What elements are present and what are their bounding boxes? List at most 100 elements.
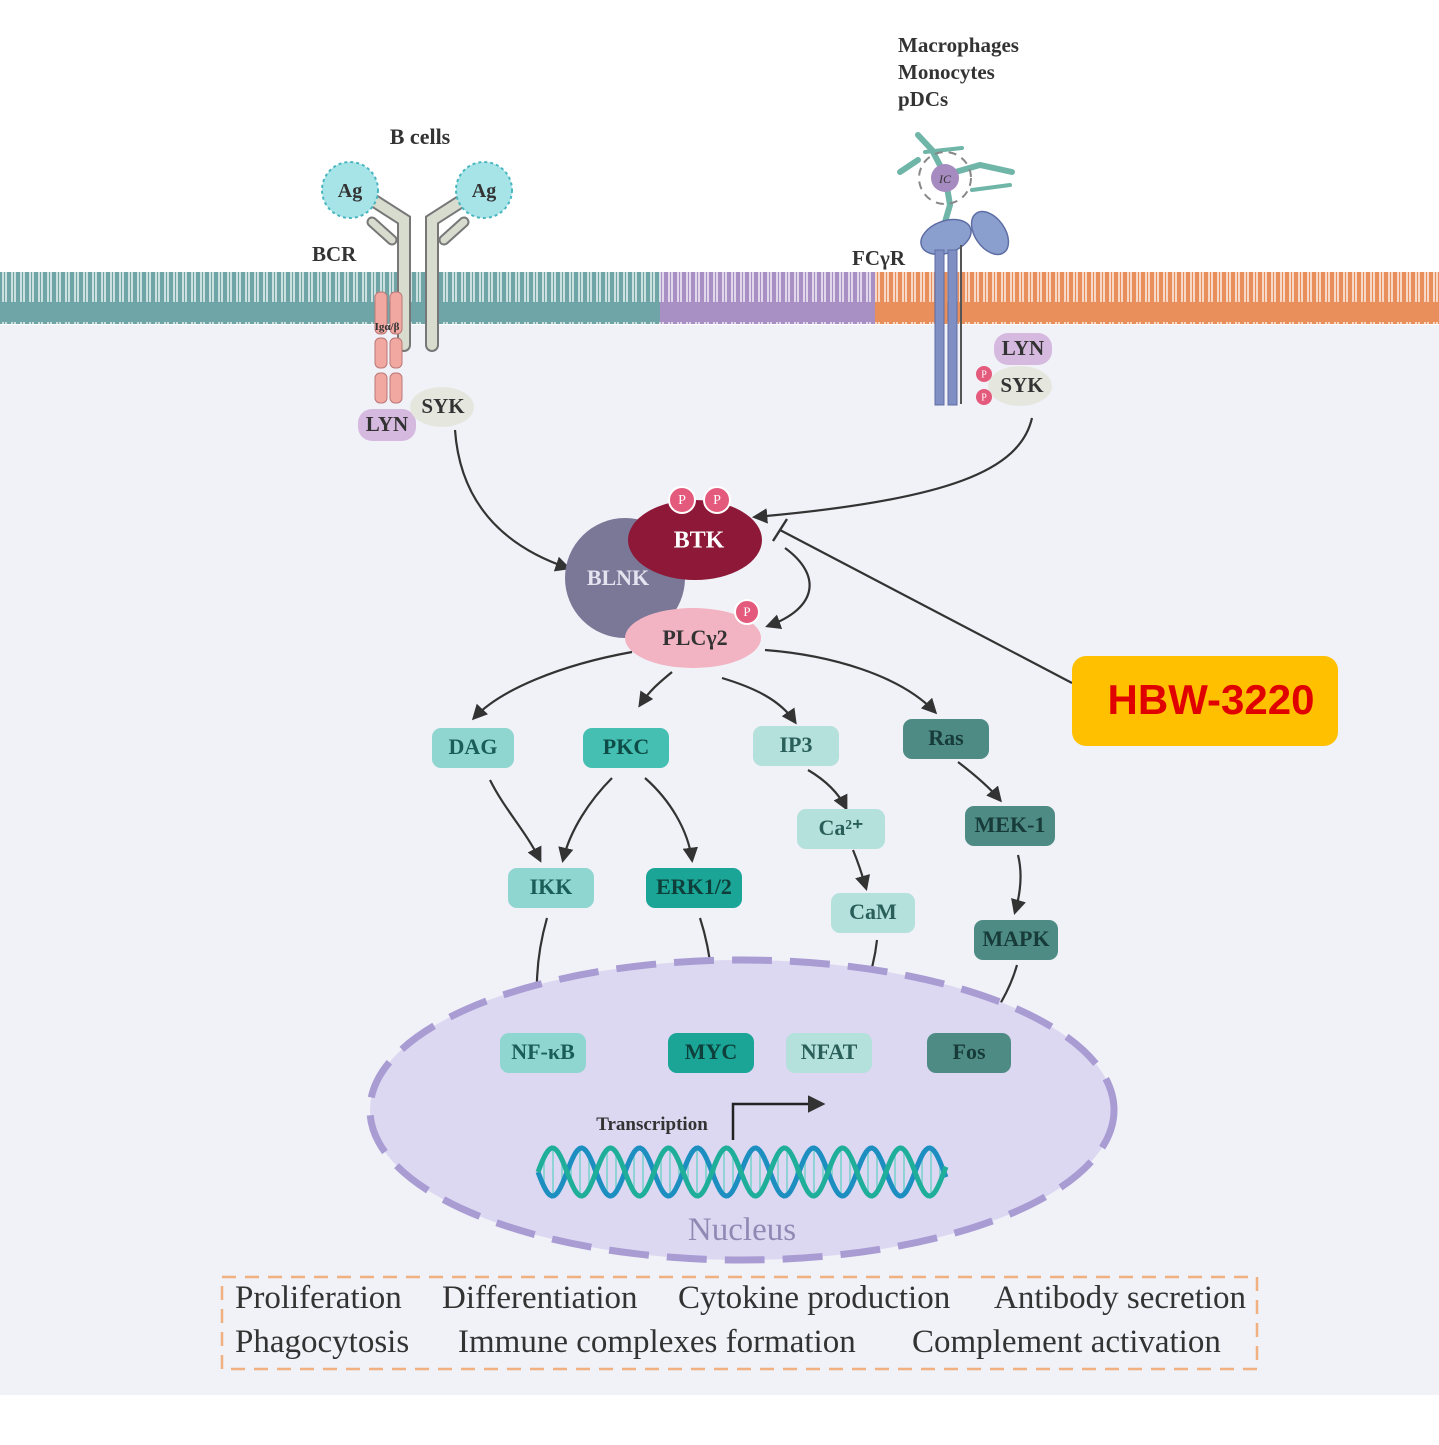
inhibition-bar [771, 518, 789, 542]
arrow-pkc-to-erk [644, 777, 698, 864]
node-ip3-box [753, 726, 839, 766]
phospho-plcg2-label: P [743, 604, 750, 619]
node-erk: ERK1/2 [646, 868, 742, 908]
phospho-syk-1-label: P [981, 369, 987, 380]
plcg2 [625, 608, 761, 668]
antigen-left-label: Ag [338, 180, 362, 202]
igab-label: Igα/β [375, 321, 400, 333]
node-ras-box [903, 719, 989, 759]
lyn-right-label: LYN [1002, 336, 1044, 360]
transcription-arrow [731, 1095, 826, 1140]
phospho-btk-1 [668, 486, 696, 514]
node-nfat-label: NFAT [801, 1039, 858, 1064]
arrow-ip3-to-ca [807, 769, 848, 811]
monocytes-label: Monocytes [898, 60, 995, 84]
arrow-plcg2-to-dag [471, 650, 633, 721]
outcome-item: Immune complexes formation [458, 1324, 856, 1360]
transcription-label: Transcription [596, 1114, 708, 1135]
node-dag-box [432, 728, 514, 768]
node-ras-label: Ras [928, 725, 964, 750]
outcome-item: Differentiation [442, 1280, 638, 1316]
arrow-dag-to-ikk [489, 779, 542, 863]
node-cam-label: CaM [849, 899, 897, 924]
arrow-plcg2-to-pkc [638, 671, 673, 708]
phospho-btk-2 [703, 486, 731, 514]
node-nfkb-label: NF-κB [511, 1039, 575, 1064]
node-ip3: IP3 [753, 726, 839, 766]
immune-complex [897, 132, 1015, 225]
node-pkc: PKC [583, 728, 669, 768]
node-ikk: IKK [508, 868, 594, 908]
node-mek1-box [965, 806, 1055, 846]
outcome-item: Phagocytosis [235, 1324, 409, 1360]
arrow-mek-to-mapk [1011, 854, 1026, 915]
arrow-pkc-to-ikk [558, 777, 613, 863]
node-mapk: MAPK [974, 920, 1058, 960]
node-ca: Ca²⁺ [797, 809, 885, 849]
node-pkc-box [583, 728, 669, 768]
node-ca-label: Ca²⁺ [818, 815, 863, 840]
arrow-syk-left-to-btk [453, 429, 571, 572]
drug-label: HBW-3220 [1108, 676, 1315, 723]
syk-left [410, 387, 474, 427]
node-dag: DAG [432, 728, 514, 768]
node-dag-label: DAG [449, 734, 498, 759]
fcgr-label: FCγR [852, 246, 906, 270]
macrophages-label: Macrophages [898, 33, 1019, 57]
node-mapk-label: MAPK [982, 926, 1049, 951]
antigen-left [321, 161, 379, 219]
node-fos-label: Fos [953, 1039, 986, 1064]
syk-right [988, 366, 1052, 406]
node-mapk-box [974, 920, 1058, 960]
phospho-syk-1 [976, 366, 992, 382]
node-myc-box [668, 1033, 754, 1073]
outcome-item: Cytokine production [678, 1280, 950, 1316]
antigen-right [455, 161, 513, 219]
btk [628, 500, 762, 580]
ic-label: IC [938, 172, 952, 186]
node-ikk-label: IKK [530, 874, 573, 899]
arrow-syk-right-to-btk [751, 417, 1034, 524]
fcgr-receptor [920, 210, 1010, 406]
antigen-right-label: Ag [472, 180, 496, 202]
arrow-plcg2-to-ras [764, 648, 938, 715]
bcr-receptor [358, 188, 478, 404]
node-erk-box [646, 868, 742, 908]
outcome-item: Proliferation [235, 1280, 402, 1316]
arrow-ras-to-mek [957, 761, 1002, 803]
outcome-item: Antibody secretion [994, 1280, 1246, 1316]
plcg2-label: PLCγ2 [662, 625, 727, 650]
btk-label: BTK [674, 528, 725, 554]
dna-helix-icon [535, 1145, 949, 1199]
bcr-label: BCR [312, 242, 357, 266]
lyn-right [994, 333, 1052, 365]
node-nfat-box [786, 1033, 872, 1073]
node-mek1-label: MEK-1 [975, 812, 1046, 837]
phospho-syk-2 [976, 389, 992, 405]
arrow-ca-to-cam [851, 849, 871, 891]
lyn-left-label: LYN [366, 412, 408, 436]
blnk-label: BLNK [587, 565, 649, 590]
phospho-btk-2-label: P [713, 493, 721, 508]
node-ca-box [797, 809, 885, 849]
syk-left-label: SYK [421, 394, 465, 418]
inhibition-line [779, 529, 1073, 684]
node-myc-label: MYC [685, 1039, 738, 1064]
phospho-syk-2-label: P [981, 392, 987, 403]
phospho-plcg2 [734, 599, 760, 625]
node-fos-box [927, 1033, 1011, 1073]
b-cells-label: B cells [390, 124, 451, 149]
node-ikk-box [508, 868, 594, 908]
node-nfat: NFAT [786, 1033, 872, 1073]
pdcs-label: pDCs [898, 87, 948, 111]
node-nfkb-box [500, 1033, 586, 1073]
node-cam-box [831, 893, 915, 933]
lyn-left [358, 409, 416, 441]
nucleus-label: Nucleus [688, 1212, 796, 1248]
outcome-item: Complement activation [912, 1324, 1221, 1360]
phospho-btk-1-label: P [678, 493, 686, 508]
node-myc: MYC [668, 1033, 754, 1073]
